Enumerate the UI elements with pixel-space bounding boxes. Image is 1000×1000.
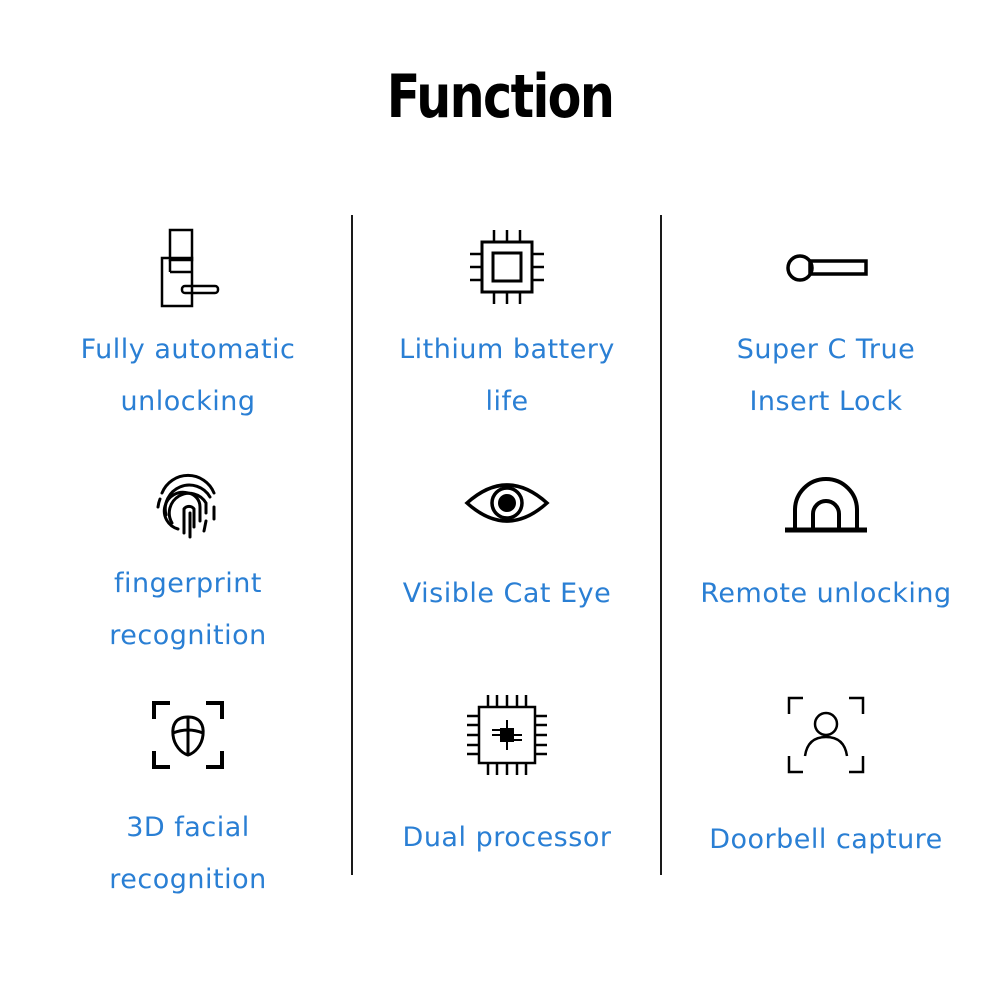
feature-label: fingerprint recognition xyxy=(109,568,267,651)
feature-label: Fully automatic unlocking xyxy=(80,334,296,417)
feature-label: Super C True Insert Lock xyxy=(736,334,916,417)
processor-icon xyxy=(357,690,657,780)
feature-label: Doorbell capture xyxy=(709,824,943,855)
column-divider-right xyxy=(660,215,662,875)
feature-label: Visible Cat Eye xyxy=(402,578,612,609)
page-title: Function xyxy=(386,62,615,132)
column-divider-left xyxy=(351,215,353,875)
feature-label: 3D facial recognition xyxy=(109,812,267,895)
chip-icon xyxy=(357,222,657,312)
face-scan-icon xyxy=(38,690,338,780)
fingerprint-icon xyxy=(38,458,338,548)
key-cylinder-icon xyxy=(676,222,976,312)
feature-label: Dual processor xyxy=(402,822,612,853)
person-capture-icon xyxy=(676,690,976,780)
door-handle-icon xyxy=(38,222,338,312)
eye-icon xyxy=(357,458,657,548)
remote-dome-icon xyxy=(676,458,976,548)
feature-label: Remote unlocking xyxy=(700,578,952,609)
feature-label: Lithium battery life xyxy=(399,334,615,417)
